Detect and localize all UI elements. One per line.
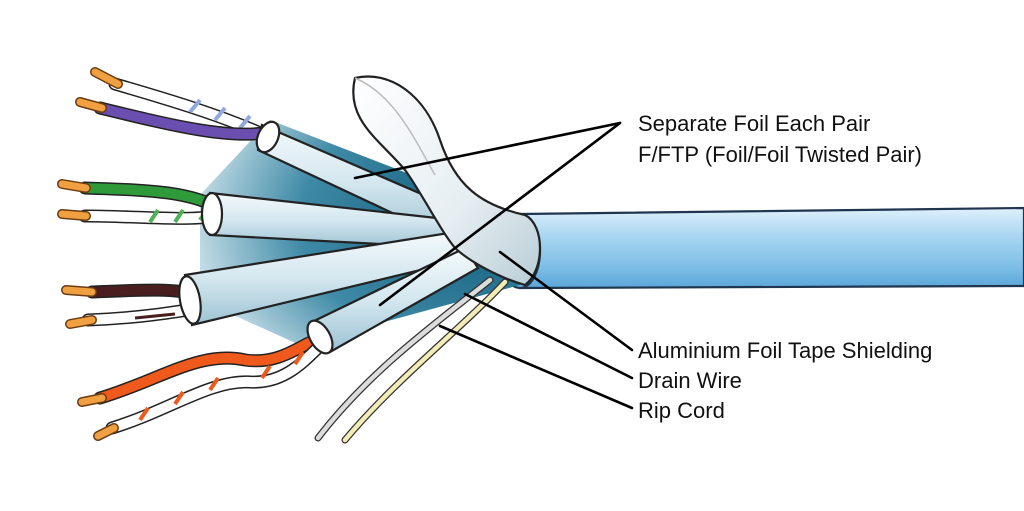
- label-separate-foil: Separate Foil Each Pair: [638, 111, 870, 136]
- label-fftp: F/FTP (Foil/Foil Twisted Pair): [638, 142, 922, 167]
- pair-brown: [61, 230, 464, 329]
- pointer-aluminium-foil: [498, 250, 634, 352]
- pointer-drain-wire: [463, 292, 634, 380]
- pointer-separate-foil-1: [353, 121, 622, 180]
- pointer-lines: [353, 121, 634, 410]
- outer-jacket: [498, 206, 1024, 290]
- pointer-separate-foil-2: [378, 121, 622, 307]
- rip-cord: [341, 278, 509, 444]
- label-drain-wire: Drain Wire: [638, 368, 742, 393]
- pair-orange: [77, 246, 480, 441]
- pair-blue: [75, 67, 472, 242]
- pointer-rip-cord: [438, 324, 634, 410]
- label-aluminium-foil: Aluminium Foil Tape Shielding: [638, 338, 932, 363]
- label-rip-cord: Rip Cord: [638, 398, 725, 423]
- pair-green: [57, 179, 457, 250]
